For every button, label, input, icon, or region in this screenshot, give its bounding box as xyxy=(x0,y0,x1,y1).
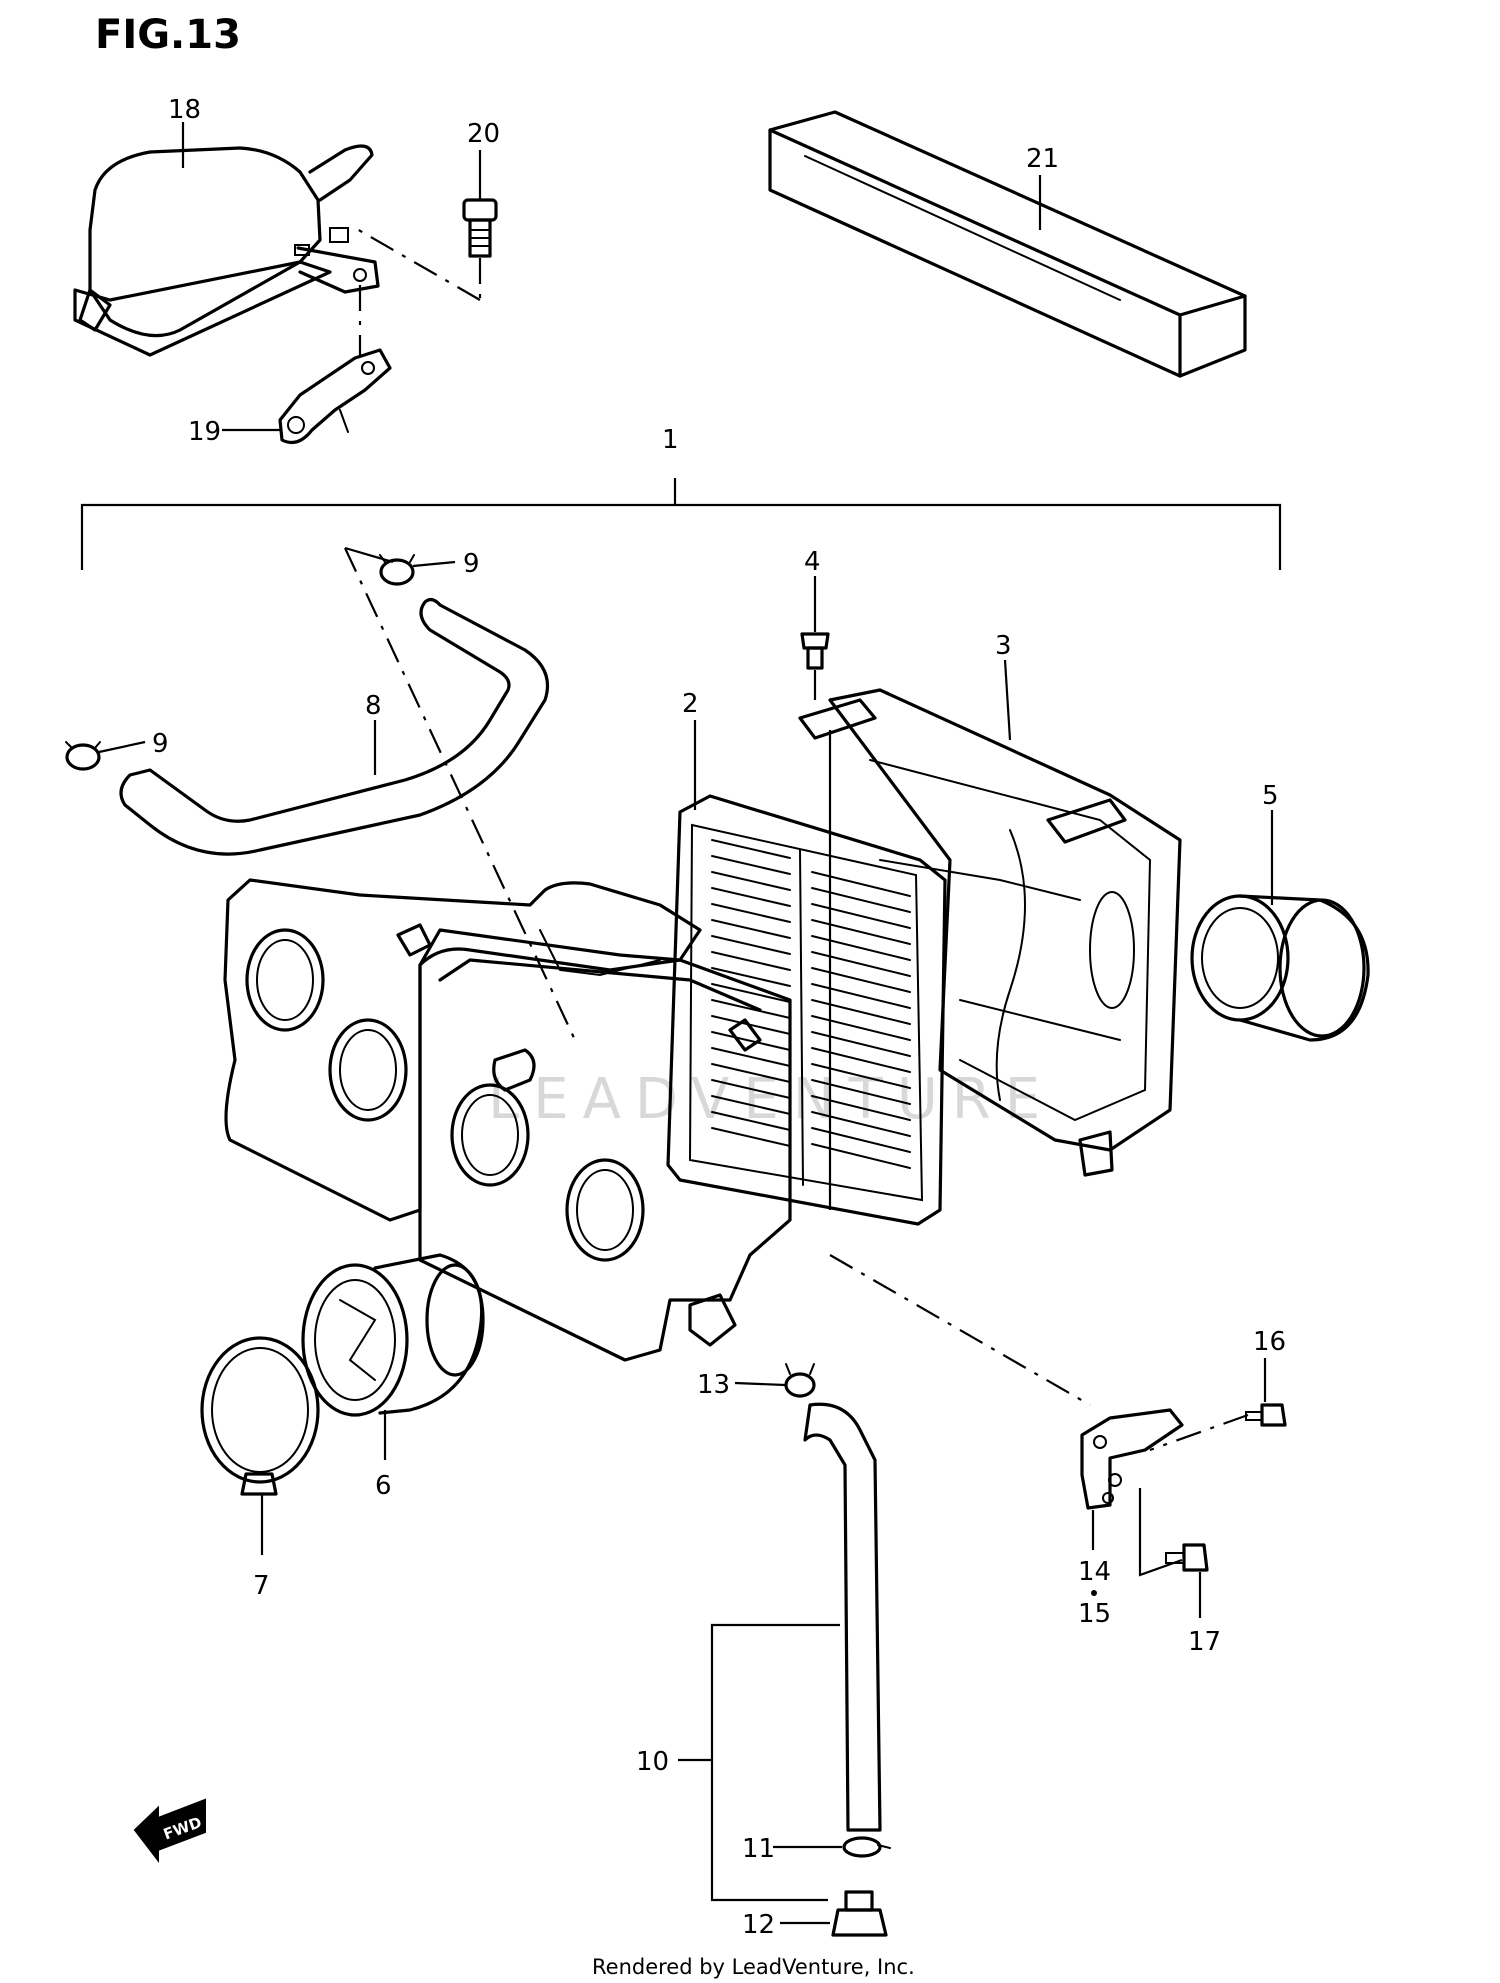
callout-9-left: 9 xyxy=(152,729,169,759)
part-13-clamp xyxy=(784,1363,816,1398)
callout-5: 5 xyxy=(1262,781,1279,811)
leader-lines xyxy=(80,122,1282,1925)
part-16-screw xyxy=(1245,1403,1287,1427)
callouts: 1 2 3 4 5 6 7 8 9 9 10 11 12 13 14 15 16… xyxy=(152,95,1286,1940)
part-21-foam-strip xyxy=(768,110,1247,378)
callout-12: 12 xyxy=(742,1910,775,1940)
callout-14: 14 xyxy=(1078,1557,1111,1587)
part-5-outlet-tube xyxy=(1190,894,1370,1042)
callout-7: 7 xyxy=(253,1571,270,1601)
callout-3: 3 xyxy=(995,631,1012,661)
forward-arrow-icon: FWD xyxy=(133,1798,206,1863)
callout-18: 18 xyxy=(168,95,201,125)
part-17-bolt xyxy=(1165,1543,1209,1572)
callout-2: 2 xyxy=(682,689,699,719)
footer-credit: Rendered by LeadVenture, Inc. xyxy=(592,1955,915,1979)
callout-4: 4 xyxy=(804,547,821,577)
callout-11: 11 xyxy=(742,1834,775,1864)
callout-8: 8 xyxy=(365,691,382,721)
callout-21: 21 xyxy=(1026,144,1059,174)
callout-17: 17 xyxy=(1188,1627,1221,1657)
part-14-bracket xyxy=(1080,1408,1184,1510)
part-18-resonator xyxy=(73,144,380,357)
part-11-clip xyxy=(842,1836,891,1858)
part-3-filter-frame xyxy=(798,688,1182,1177)
callout-6: 6 xyxy=(375,1471,392,1501)
callout-16: 16 xyxy=(1253,1327,1286,1357)
callout-14-15-dot xyxy=(1091,1590,1097,1596)
callout-19: 19 xyxy=(188,417,221,447)
callout-1: 1 xyxy=(662,425,679,455)
part-12-drain-plug xyxy=(831,1890,888,1937)
figure-title: FIG.13 xyxy=(95,12,241,58)
part-4-screw xyxy=(800,632,830,670)
callout-9-upper: 9 xyxy=(463,549,480,579)
part-2-filter-element xyxy=(666,794,947,1226)
part-9-clip-left xyxy=(65,741,101,771)
part-20-bolt xyxy=(462,198,498,258)
callout-15: 15 xyxy=(1078,1599,1111,1629)
part-19-bracket xyxy=(278,348,392,444)
part-7-clamp xyxy=(200,1336,320,1496)
callout-10: 10 xyxy=(636,1747,669,1777)
watermark: LEADVENTURE xyxy=(488,1067,1054,1132)
part-8-breather-hose xyxy=(119,598,550,856)
part-10-drain-hose xyxy=(803,1402,882,1832)
air-cleaner-case xyxy=(223,878,792,1362)
part-6-intake-funnel xyxy=(301,1253,485,1417)
callout-20: 20 xyxy=(467,119,500,149)
callout-13: 13 xyxy=(697,1370,730,1400)
